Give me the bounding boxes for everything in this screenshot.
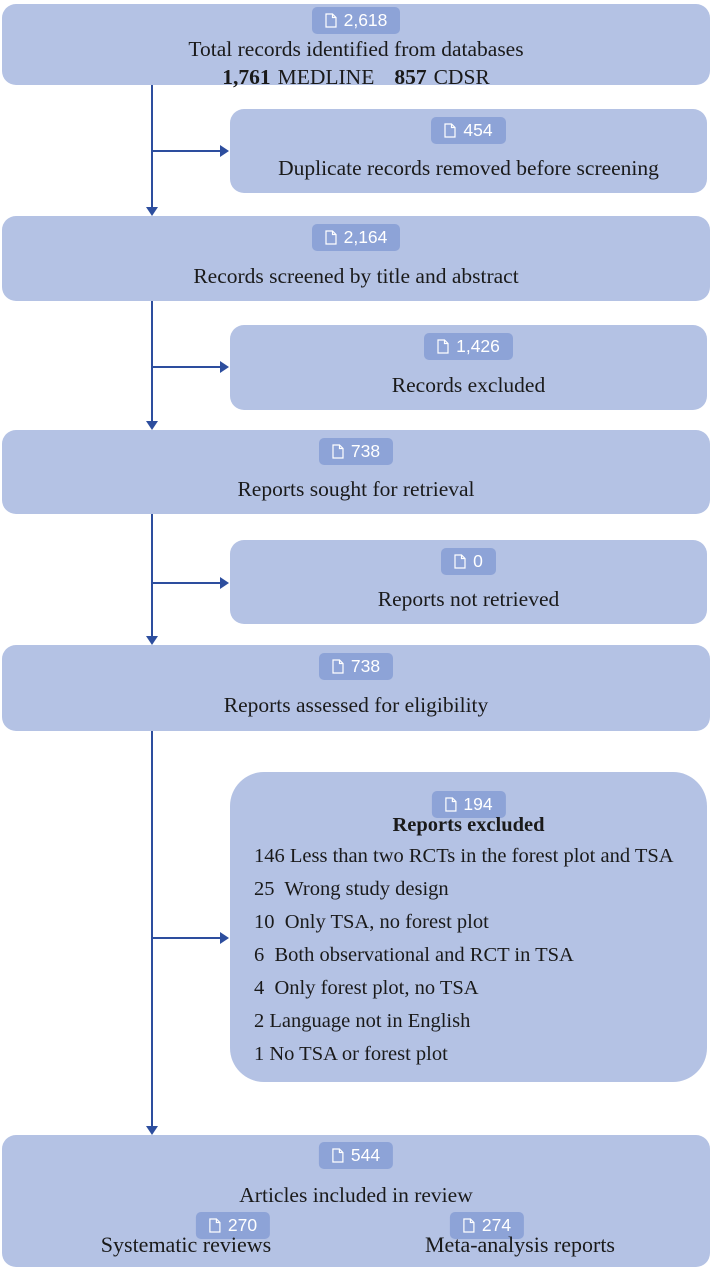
count-value: 1,426 — [456, 336, 500, 356]
exclusion-reason: 4 Only forest plot, no TSA — [254, 977, 479, 999]
connector-screened-to-sought — [151, 301, 153, 422]
medline-count: 1,761 — [222, 65, 271, 89]
cdsr-count: 857 — [394, 65, 427, 89]
exclusion-reason: 146 Less than two RCTs in the forest plo… — [254, 845, 674, 867]
box-reports-not-retrieved: 0 Reports not retrieved — [230, 540, 707, 624]
document-icon — [454, 554, 466, 569]
box-label: Total records identified from databases — [188, 37, 524, 61]
box-label: Articles included in review — [239, 1183, 473, 1207]
exclusion-reason: 10 Only TSA, no forest plot — [254, 911, 489, 933]
connector-identified-to-screened — [151, 84, 153, 208]
connector-sought-to-assessed — [151, 513, 153, 637]
count-badge: 0 — [441, 548, 496, 575]
count-value: 738 — [350, 656, 381, 676]
count-badge: 2,618 — [311, 7, 401, 34]
document-icon — [332, 444, 344, 459]
document-icon — [209, 1218, 221, 1233]
box-label: Reports assessed for eligibility — [223, 693, 489, 717]
exclusion-reason: 6 Both observational and RCT in TSA — [254, 944, 574, 966]
box-label: Reports not retrieved — [377, 587, 560, 611]
document-icon — [437, 339, 449, 354]
box-reports-assessed: 738 Reports assessed for eligibility — [2, 645, 710, 731]
document-icon — [332, 659, 344, 674]
systematic-reviews-label: Systematic reviews — [100, 1232, 272, 1257]
count-value: 2,618 — [343, 10, 388, 30]
box-reports-sought: 738 Reports sought for retrieval — [2, 430, 710, 514]
count-value: 0 — [473, 551, 483, 571]
arrowhead-down-icon — [146, 1126, 158, 1135]
count-badge: 1,426 — [424, 333, 513, 360]
document-icon — [332, 1148, 344, 1163]
exclusion-reason: 1 No TSA or forest plot — [254, 1043, 448, 1065]
connector-branch-duplicates — [152, 150, 220, 152]
cdsr-label: CDSR — [433, 65, 490, 89]
count-badge: 544 — [318, 1142, 394, 1169]
arrowhead-down-icon — [146, 207, 158, 216]
count-badge: 454 — [431, 117, 506, 144]
count-value: 738 — [350, 441, 381, 461]
count-badge: 738 — [318, 438, 394, 465]
count-value: 194 — [463, 794, 493, 814]
count-value: 270 — [227, 1215, 258, 1235]
count-value: 274 — [481, 1215, 512, 1235]
connector-branch-reports-excluded — [152, 937, 220, 939]
count-value: 454 — [463, 120, 493, 140]
arrowhead-down-icon — [146, 421, 158, 430]
exclusion-reason-list: 146 Less than two RCTs in the forest plo… — [254, 840, 699, 1071]
exclusion-title: Reports excluded — [392, 814, 545, 836]
exclusion-reason: 25 Wrong study design — [254, 878, 449, 900]
document-icon — [324, 230, 337, 245]
arrowhead-right-icon — [220, 577, 229, 589]
box-records-excluded: 1,426 Records excluded — [230, 325, 707, 410]
arrowhead-right-icon — [220, 145, 229, 157]
count-value: 544 — [350, 1145, 381, 1165]
document-icon — [444, 123, 456, 138]
count-badge: 194 — [431, 791, 506, 818]
count-badge: 738 — [318, 653, 394, 680]
count-badge-meta-analysis: 274 — [449, 1212, 525, 1239]
box-label: Records excluded — [391, 372, 546, 397]
box-records-screened: 2,164 Records screened by title and abst… — [2, 216, 710, 301]
box-articles-included: 544 Articles included in review 270 Syst… — [2, 1135, 710, 1267]
document-icon — [463, 1218, 475, 1233]
exclusion-reason: 2 Language not in English — [254, 1010, 471, 1032]
document-icon — [444, 797, 456, 812]
box-reports-excluded-reasons: 194 Reports excluded 146 Less than two R… — [230, 772, 707, 1082]
arrowhead-right-icon — [220, 361, 229, 373]
arrowhead-right-icon — [220, 932, 229, 944]
box-label: Duplicate records removed before screeni… — [278, 156, 659, 180]
box-label: Records screened by title and abstract — [193, 263, 519, 288]
document-icon — [324, 13, 337, 28]
count-badge-systematic-reviews: 270 — [195, 1212, 271, 1239]
connector-branch-not-retrieved — [152, 582, 220, 584]
arrowhead-down-icon — [146, 636, 158, 645]
meta-analysis-label: Meta-analysis reports — [425, 1232, 615, 1257]
count-badge: 2,164 — [311, 224, 401, 251]
connector-branch-excluded — [152, 366, 220, 368]
count-value: 2,164 — [343, 227, 388, 247]
box-records-identified: 2,618 Total records identified from data… — [2, 4, 710, 89]
box-label: Reports sought for retrieval — [237, 477, 475, 501]
connector-assessed-to-included — [151, 731, 153, 1126]
medline-label: MEDLINE — [277, 65, 375, 89]
box-duplicates-removed: 454 Duplicate records removed before scr… — [230, 109, 707, 193]
